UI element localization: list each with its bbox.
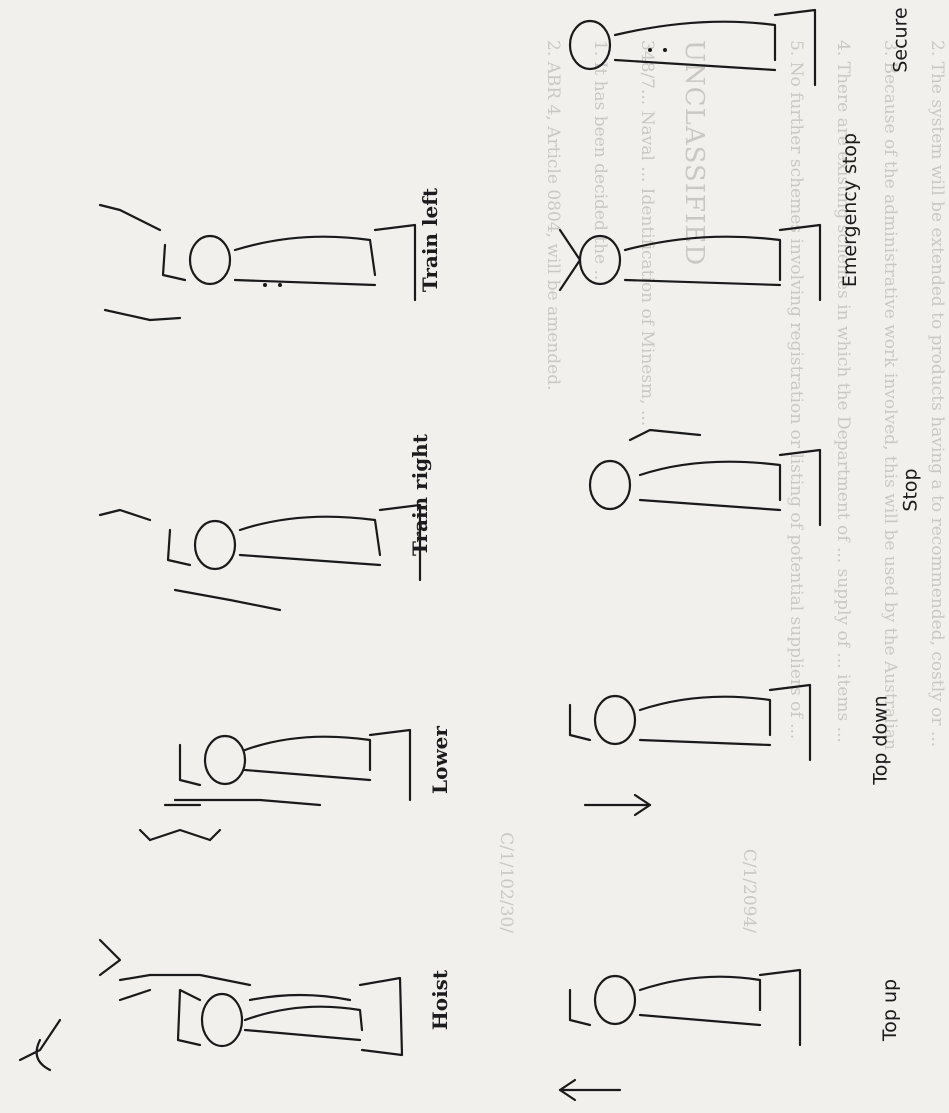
figure-lower (140, 730, 410, 840)
caption-stop: Stop (899, 468, 921, 511)
caption-lower: Lower (428, 726, 452, 794)
figure-emergency-stop (560, 225, 820, 300)
figure-stop (590, 430, 820, 525)
figure-hoist (20, 940, 402, 1070)
figure-top-down (570, 685, 810, 815)
caption-top-up: Top up (879, 979, 901, 1041)
figure-top-up (560, 970, 800, 1100)
figure-secure (570, 10, 815, 85)
caption-top-down: Top down (869, 695, 891, 784)
caption-train-right: Train right (408, 434, 432, 556)
caption-train-left: Train left (418, 188, 442, 292)
figure-train-left (100, 205, 415, 320)
caption-hoist: Hoist (428, 970, 452, 1030)
caption-emergency-stop: Emergency stop (839, 133, 861, 287)
figure-train-right (100, 505, 420, 610)
caption-secure: Secure (889, 7, 911, 72)
